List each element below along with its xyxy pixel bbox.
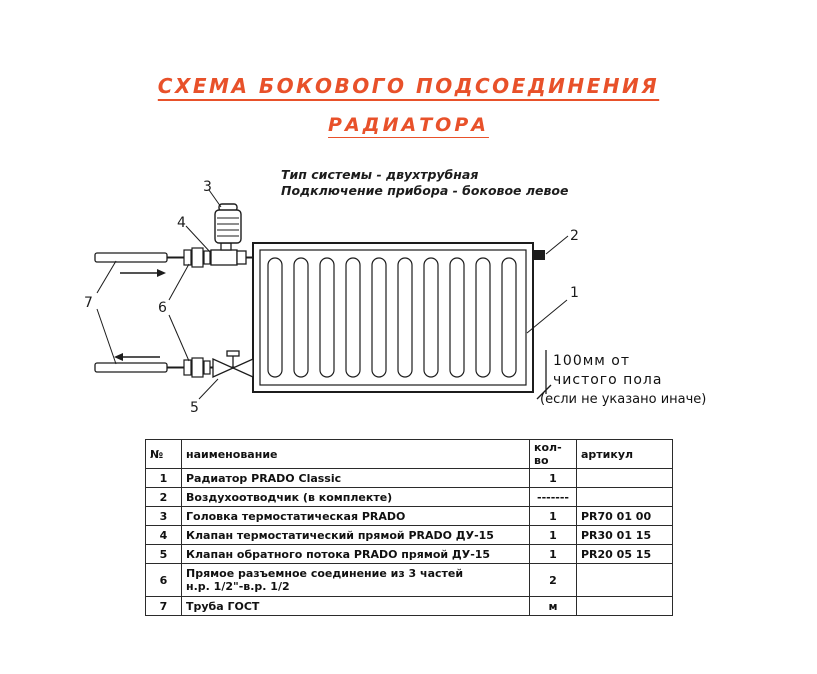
union-fitting-top bbox=[183, 247, 211, 268]
flow-arrow-return bbox=[114, 353, 160, 361]
connection-type-note: Подключение прибора - боковое левое bbox=[281, 183, 569, 198]
return-pipe bbox=[94, 362, 168, 373]
row-num: 3 bbox=[145, 506, 182, 526]
floor-level-marks bbox=[536, 350, 552, 400]
row-qty: м bbox=[529, 596, 577, 616]
air-vent bbox=[533, 250, 545, 260]
row-num: 5 bbox=[145, 544, 182, 564]
callout-2: 2 bbox=[570, 228, 579, 244]
page-title-line2: РАДИАТОРА bbox=[328, 114, 489, 136]
row-article: PR30 01 15 bbox=[576, 525, 673, 545]
callout-3: 3 bbox=[203, 179, 212, 195]
row-article: PR70 01 00 bbox=[576, 506, 673, 526]
row-qty: 1 bbox=[529, 506, 577, 526]
page-title: СХЕМА БОКОВОГО ПОДСОЕДИНЕНИЯ РАДИАТОРА bbox=[0, 74, 817, 136]
radiator-body bbox=[252, 242, 534, 393]
header-name: наименование bbox=[181, 439, 530, 469]
return-valve bbox=[212, 350, 254, 379]
row-num: 7 bbox=[145, 596, 182, 616]
row-name: Головка термостатическая PRADO bbox=[181, 506, 530, 526]
floor-note-line1: 100мм от bbox=[553, 353, 631, 369]
row-name: Воздухоотводчик (в комплекте) bbox=[181, 487, 530, 507]
table-row: 5 Клапан обратного потока PRADO прямой Д… bbox=[145, 544, 673, 564]
table-row: 1 Радиатор PRADO Classic 1 bbox=[145, 468, 673, 488]
callout-5: 5 bbox=[190, 400, 199, 416]
flow-arrow-supply bbox=[120, 269, 166, 277]
row-name: Прямое разъемное соединение из 3 частей … bbox=[181, 563, 530, 597]
row-name: Труба ГОСТ bbox=[181, 596, 530, 616]
row-num: 1 bbox=[145, 468, 182, 488]
header-num: № bbox=[145, 439, 182, 469]
system-info: Тип системы - двухтрубная Подключение пр… bbox=[281, 167, 568, 199]
thermostatic-valve bbox=[210, 242, 247, 266]
row-qty: ------- bbox=[529, 487, 577, 507]
return-line bbox=[94, 350, 254, 379]
row-article bbox=[576, 487, 673, 507]
callout-6: 6 bbox=[158, 300, 167, 316]
row-article bbox=[576, 468, 673, 488]
row-article: PR20 05 15 bbox=[576, 544, 673, 564]
table-row: 2 Воздухоотводчик (в комплекте) ------- bbox=[145, 487, 673, 507]
table-row: 4 Клапан термостатический прямой PRADO Д… bbox=[145, 525, 673, 545]
row-num: 6 bbox=[145, 563, 182, 597]
row-article bbox=[576, 563, 673, 597]
row-name: Радиатор PRADO Classic bbox=[181, 468, 530, 488]
table-row: 7 Труба ГОСТ м bbox=[145, 596, 673, 616]
callout-leaders bbox=[96, 189, 569, 400]
row-num: 2 bbox=[145, 487, 182, 507]
row-qty: 1 bbox=[529, 525, 577, 545]
callout-4: 4 bbox=[177, 215, 186, 231]
callout-7: 7 bbox=[84, 295, 93, 311]
callout-numbers: 3 4 2 1 7 6 5 bbox=[84, 179, 579, 416]
row-num: 4 bbox=[145, 525, 182, 545]
row-qty: 1 bbox=[529, 468, 577, 488]
union-fitting-bottom bbox=[183, 357, 211, 378]
table-header-row: № наименование кол-во артикул bbox=[145, 439, 673, 469]
header-qty: кол-во bbox=[529, 439, 577, 469]
row-article bbox=[576, 596, 673, 616]
spec-table: № наименование кол-во артикул 1 Радиатор… bbox=[145, 439, 673, 616]
radiator-fins bbox=[267, 257, 517, 378]
callout-1: 1 bbox=[570, 285, 579, 301]
table-row: 3 Головка термостатическая PRADO 1 PR70 … bbox=[145, 506, 673, 526]
thermostatic-head bbox=[214, 203, 242, 244]
page-title-line1: СХЕМА БОКОВОГО ПОДСОЕДИНЕНИЯ bbox=[157, 74, 660, 98]
table-row: 6 Прямое разъемное соединение из 3 часте… bbox=[145, 563, 673, 597]
system-type-note: Тип системы - двухтрубная bbox=[281, 167, 479, 182]
floor-note-line3: (если не указано иначе) bbox=[540, 392, 707, 407]
row-name: Клапан обратного потока PRADO прямой ДУ-… bbox=[181, 544, 530, 564]
row-qty: 2 bbox=[529, 563, 577, 597]
supply-pipe bbox=[94, 252, 168, 263]
supply-line bbox=[94, 203, 253, 277]
floor-note-line2: чистого пола bbox=[553, 372, 663, 388]
header-article: артикул bbox=[576, 439, 673, 469]
row-name: Клапан термостатический прямой PRADO ДУ-… bbox=[181, 525, 530, 545]
row-qty: 1 bbox=[529, 544, 577, 564]
